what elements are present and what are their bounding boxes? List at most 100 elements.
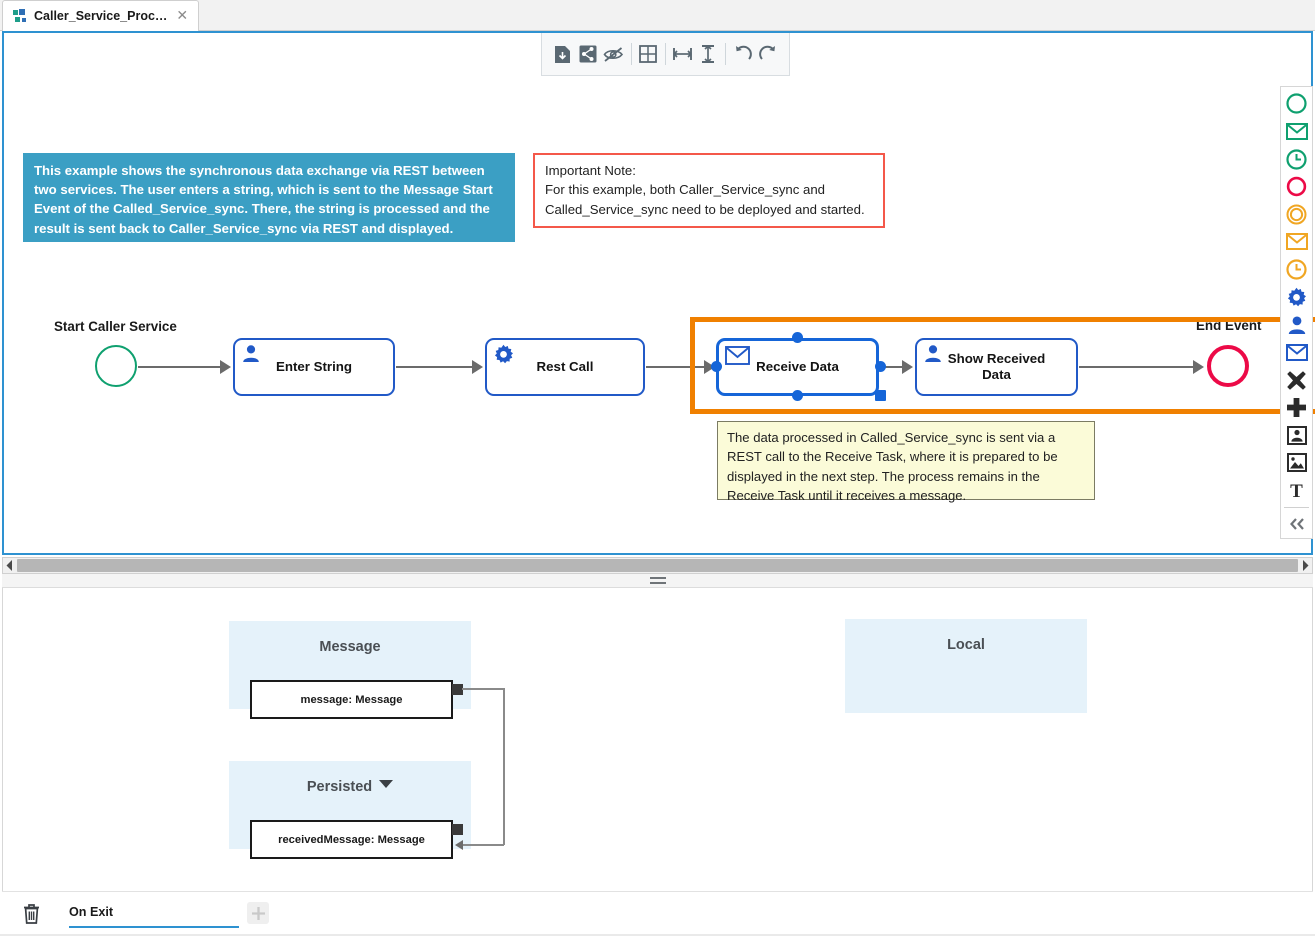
export-icon[interactable]: [550, 39, 576, 69]
chevron-down-icon[interactable]: [379, 780, 394, 788]
toolbar-divider: [665, 43, 666, 65]
end-event-node[interactable]: [1207, 345, 1249, 387]
service-task-icon[interactable]: [1281, 283, 1312, 311]
process-icon: [13, 9, 27, 23]
receive-task-icon[interactable]: [1281, 339, 1312, 367]
pool-icon[interactable]: [1281, 422, 1312, 450]
task-label: Receive Data: [756, 359, 839, 374]
footer-bar: On Exit: [2, 891, 1313, 934]
message-start-event-icon[interactable]: [1281, 118, 1312, 146]
timer-start-event-icon[interactable]: [1281, 145, 1312, 173]
data-wire-vertical: [503, 688, 505, 845]
image-icon[interactable]: [1281, 449, 1312, 477]
share-icon[interactable]: [576, 39, 602, 69]
splitter-grip: [649, 577, 666, 584]
data-wire-arrow: [455, 840, 463, 850]
variable-message[interactable]: message: Message: [250, 680, 453, 719]
undo-icon[interactable]: [730, 39, 756, 69]
panel-splitter[interactable]: [2, 574, 1313, 588]
flow-arrow-1: [220, 360, 231, 374]
add-handler-button[interactable]: [247, 902, 269, 924]
task-receive-data[interactable]: Receive Data: [716, 338, 879, 396]
scroll-right-icon[interactable]: [1299, 558, 1312, 573]
intermediate-event-icon[interactable]: [1281, 201, 1312, 229]
group-title: Persisted: [229, 761, 471, 795]
flow-start-to-enter: [138, 366, 223, 368]
description-note: This example shows the synchronous data …: [23, 153, 515, 242]
close-icon[interactable]: ✕: [176, 7, 189, 23]
flow-arrow-2: [472, 360, 483, 374]
horizontal-scrollbar[interactable]: [2, 557, 1313, 574]
group-title-text: Persisted: [306, 779, 373, 795]
task-label: Rest Call: [536, 359, 594, 374]
task-enter-string[interactable]: Enter String: [233, 338, 395, 396]
editor-tab[interactable]: Caller_Service_Proc… ✕: [2, 0, 200, 31]
message-intermediate-event-icon[interactable]: [1281, 228, 1312, 256]
task-rest-call[interactable]: Rest Call: [485, 338, 645, 396]
svg-text:T: T: [1290, 481, 1303, 500]
user-icon: [922, 344, 944, 364]
align-horizontal-icon[interactable]: [670, 39, 696, 69]
user-icon: [240, 344, 262, 364]
receive-task-note: The data processed in Called_Service_syn…: [717, 421, 1095, 503]
data-wire-horizontal-top: [462, 688, 505, 690]
variable-received-message[interactable]: receivedMessage: Message: [250, 820, 453, 859]
toolbar-divider: [630, 43, 632, 65]
palette-divider: [1284, 507, 1309, 509]
resize-handle-bottom-right[interactable]: [875, 390, 886, 401]
tab-title: Caller_Service_Proc…: [34, 9, 168, 23]
toolbar-divider: [724, 43, 726, 65]
scroll-left-icon[interactable]: [3, 558, 16, 573]
scrollbar-thumb[interactable]: [17, 559, 1298, 572]
tab-on-exit[interactable]: On Exit: [69, 898, 239, 928]
resize-handle-top[interactable]: [792, 332, 803, 343]
start-event-icon[interactable]: [1281, 90, 1312, 118]
start-event-node[interactable]: [95, 345, 137, 387]
diagram-toolbar: [541, 33, 790, 76]
task-show-received-data[interactable]: Show Received Data: [915, 338, 1078, 396]
resize-handle-bottom[interactable]: [792, 390, 803, 401]
flow-arrow-3: [704, 360, 715, 374]
group-title: Local: [947, 637, 985, 653]
gear-icon: [492, 344, 514, 364]
redo-icon[interactable]: [755, 39, 781, 69]
selection-frame: [690, 317, 1315, 414]
flow-enter-to-rest: [396, 366, 475, 368]
diagram-canvas[interactable]: This example shows the synchronous data …: [2, 31, 1315, 585]
footer-divider: [0, 934, 1315, 936]
tab-on-exit-label: On Exit: [69, 905, 114, 919]
resize-handle-left[interactable]: [711, 361, 722, 372]
trash-icon[interactable]: [19, 901, 43, 925]
timer-intermediate-event-icon[interactable]: [1281, 256, 1312, 284]
end-event-icon[interactable]: [1281, 173, 1312, 201]
tab-bar: Caller_Service_Proc… ✕: [0, 0, 1315, 31]
variable-label: receivedMessage: Message: [278, 833, 425, 846]
start-event-label: Start Caller Service: [54, 319, 177, 334]
exclusive-gateway-icon[interactable]: [1281, 366, 1312, 394]
variable-label: message: Message: [300, 693, 403, 706]
parallel-gateway-icon[interactable]: [1281, 394, 1312, 422]
flow-arrow-4: [902, 360, 913, 374]
data-model-panel[interactable]: Message message: Message Persisted recei…: [2, 588, 1313, 925]
important-note: Important Note: For this example, both C…: [533, 153, 885, 228]
port-received-in[interactable]: [452, 824, 463, 835]
user-task-icon[interactable]: [1281, 311, 1312, 339]
text-annotation-icon[interactable]: T: [1281, 477, 1312, 505]
align-vertical-icon[interactable]: [695, 39, 721, 69]
port-message-out[interactable]: [452, 684, 463, 695]
flow-arrow-5: [1193, 360, 1204, 374]
shape-palette: T: [1280, 86, 1313, 539]
resize-handle-right[interactable]: [875, 361, 886, 372]
collapse-palette-icon[interactable]: [1281, 510, 1312, 538]
flow-receive-to-show: [881, 366, 906, 368]
group-local[interactable]: Local: [845, 619, 1087, 713]
grid-icon[interactable]: [635, 39, 661, 69]
group-title: Message: [319, 639, 381, 655]
flow-rest-to-receive: [646, 366, 707, 368]
task-label: Show Received Data: [947, 351, 1046, 382]
flow-show-to-end: [1079, 366, 1196, 368]
data-wire-horizontal-bottom: [463, 844, 504, 846]
envelope-icon: [725, 346, 750, 366]
hide-eye-icon[interactable]: [601, 39, 627, 69]
